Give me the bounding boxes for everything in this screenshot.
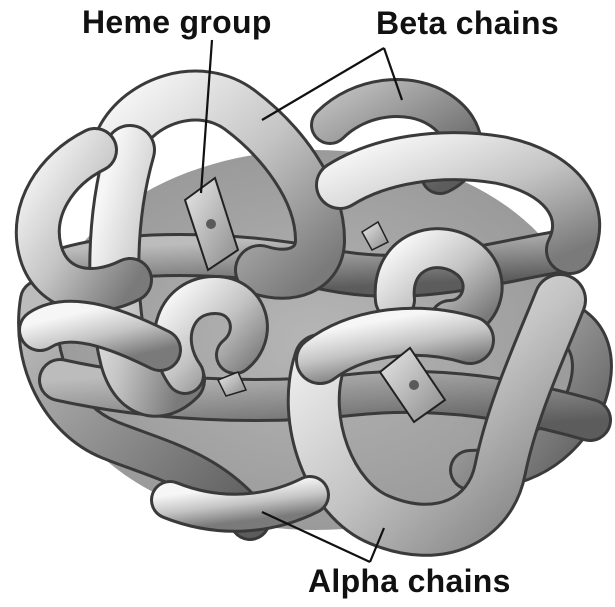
heme-group-label: Heme group: [82, 6, 272, 38]
beta-chains-label: Beta chains: [376, 7, 559, 39]
alpha-chains-label: Alpha chains: [308, 565, 511, 597]
